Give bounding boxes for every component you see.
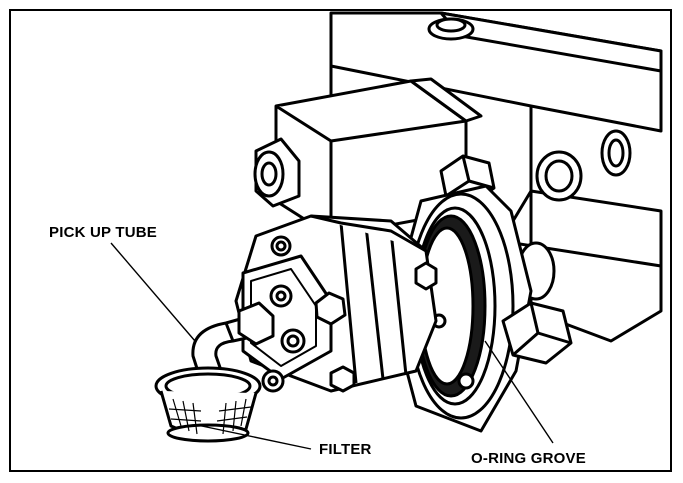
right-port-fittings <box>516 129 632 301</box>
lower-hex-bolt <box>501 301 573 365</box>
leader-lines <box>110 242 554 450</box>
filter-strainer <box>154 366 262 443</box>
pick-up-tube-leader <box>110 242 196 342</box>
o-ring-grove-leader <box>484 340 554 444</box>
o-ring-grove-label: O-RING GROVE <box>471 450 586 467</box>
illustration-frame: PICK UP TUBE FILTER O-RING GROVE <box>9 9 672 472</box>
filter-leader <box>196 424 312 450</box>
solenoid-connector <box>253 137 301 208</box>
pump-front-cover <box>241 254 333 381</box>
filter-label: FILTER <box>319 441 372 458</box>
mounting-flange <box>389 184 533 433</box>
pump-cover-bolts <box>261 235 438 393</box>
pump-assembly-illustration <box>110 11 663 450</box>
pick-up-tube <box>191 301 275 383</box>
top-fitting-cap <box>427 17 475 41</box>
pick-up-tube-label: PICK UP TUBE <box>49 224 157 241</box>
